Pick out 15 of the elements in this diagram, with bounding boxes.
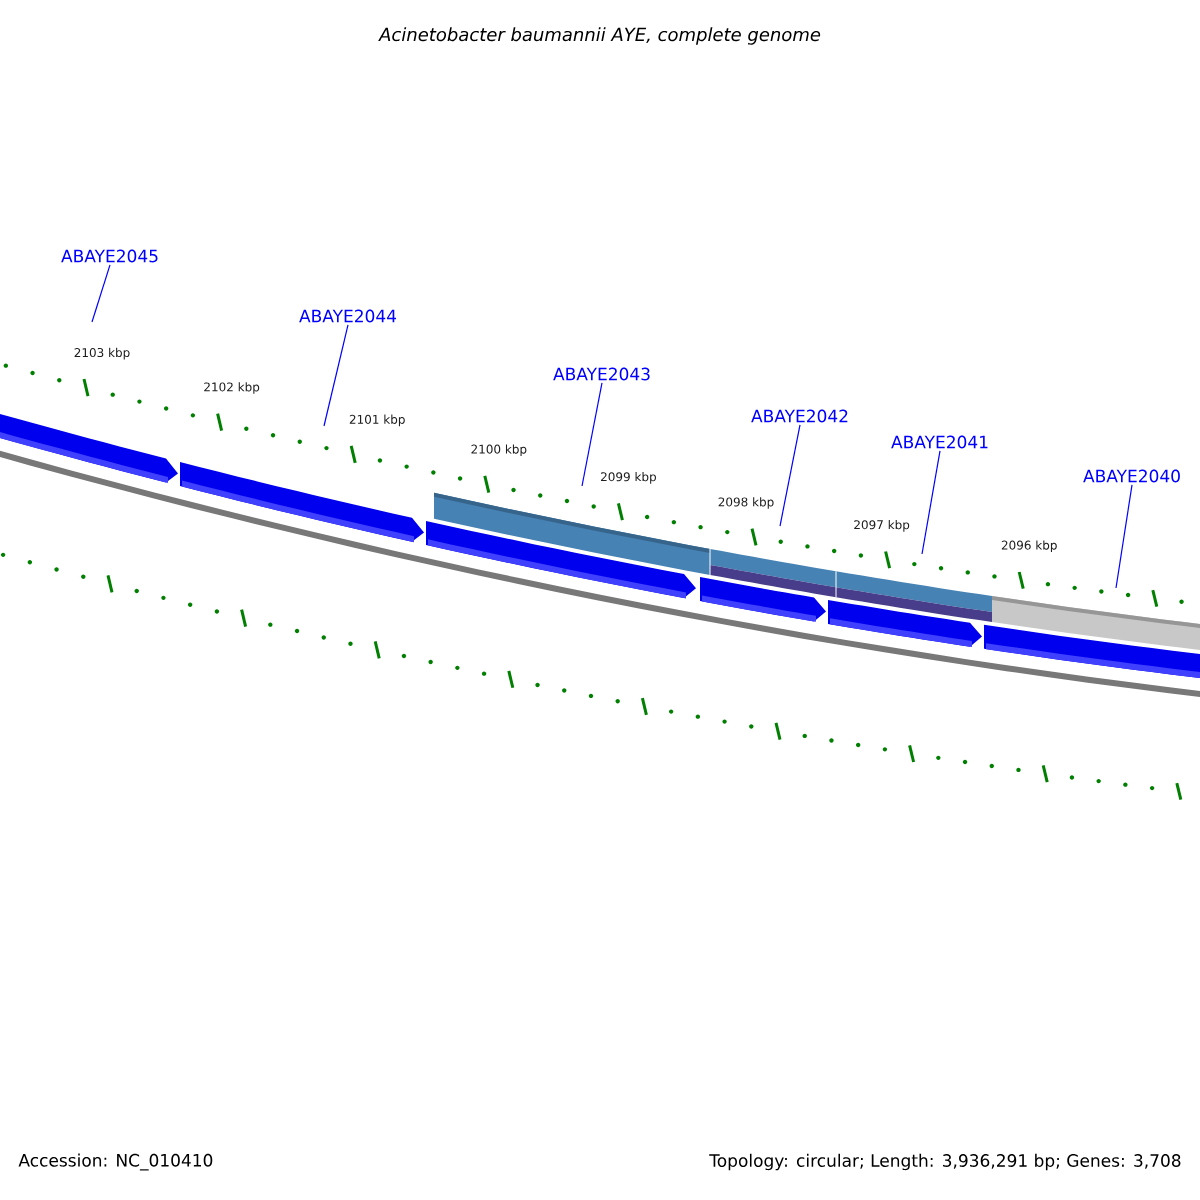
title: Acinetobacter baumannii AYE, complete genome — [378, 27, 821, 45]
leader-line — [323, 324, 349, 427]
accession-text: Accession: NC_010410 — [18, 1153, 213, 1171]
leader-line — [779, 424, 801, 527]
gene-label: ABAYE2040 — [1083, 469, 1180, 483]
leader-line — [921, 450, 941, 555]
gene-label: ABAYE2043 — [553, 367, 650, 381]
gene-label: ABAYE2045 — [61, 249, 158, 263]
leader-line — [581, 382, 603, 487]
genome-info-text: Topology: circular; Length: 3,936,291 bp; Genes: 3,708 — [709, 1153, 1181, 1171]
gene-label: ABAYE2042 — [751, 409, 848, 423]
leader-line — [1115, 484, 1133, 589]
gene-label: ABAYE2044 — [299, 309, 397, 323]
gene-label: ABAYE2041 — [891, 435, 988, 449]
leader-line — [91, 264, 111, 323]
